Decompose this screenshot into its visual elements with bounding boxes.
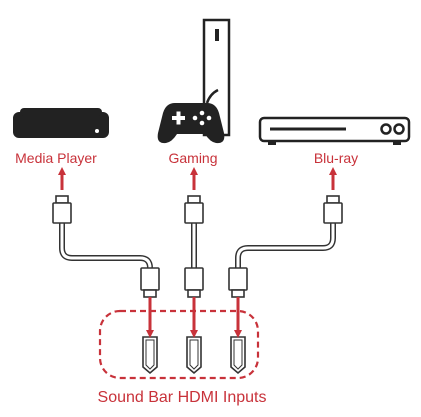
media-player-label: Media Player — [15, 150, 97, 166]
hdmi-port-1 — [142, 336, 158, 375]
soundbar-inputs-label: Sound Bar HDMI Inputs — [97, 389, 267, 406]
media-player-icon — [13, 108, 109, 138]
game-controller-icon — [157, 88, 225, 144]
hdmi-plug-input-2 — [184, 267, 204, 298]
cable-bluray — [235, 222, 336, 286]
hdmi-plug-media-player — [52, 195, 72, 224]
hdmi-plug-input-3 — [228, 267, 248, 298]
hdmi-plug-bluray — [323, 195, 343, 224]
hdmi-plug-input-1 — [140, 267, 160, 298]
cable-media-player — [59, 222, 153, 286]
hdmi-plug-gaming — [184, 195, 204, 224]
gaming-label: Gaming — [168, 150, 218, 166]
soundbar-inputs-outline — [98, 309, 260, 380]
hdmi-port-2 — [186, 336, 202, 375]
bluray-label: Blu-ray — [313, 150, 359, 166]
hdmi-port-3 — [230, 336, 246, 375]
bluray-player-icon — [258, 116, 411, 145]
